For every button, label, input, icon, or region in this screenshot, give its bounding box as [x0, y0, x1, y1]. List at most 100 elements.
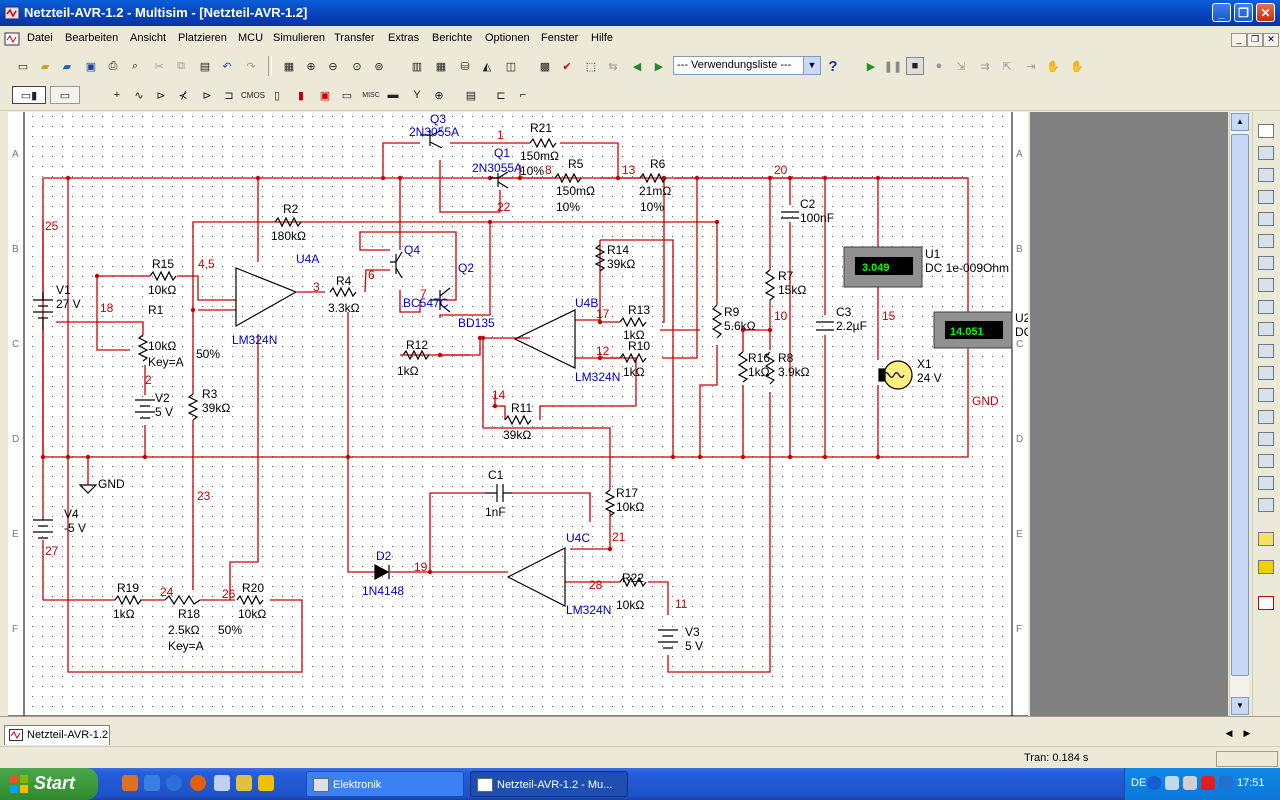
labview-instrument-icon[interactable]	[1258, 560, 1274, 574]
r3-symbol[interactable]	[187, 393, 199, 421]
u2-ammeter[interactable]: 14.051	[933, 311, 1013, 349]
mdi-close-button[interactable]: ✕	[1263, 33, 1279, 47]
ladder-diagram-icon[interactable]: ⊕	[434, 89, 444, 102]
close-button[interactable]: ✕	[1256, 3, 1275, 22]
misc-component-icon[interactable]: MISC	[362, 91, 380, 99]
copy-icon[interactable]: ⧉	[177, 59, 185, 72]
undo-icon[interactable]: ↶	[222, 60, 232, 73]
document-icon[interactable]	[4, 31, 20, 47]
step-over-icon[interactable]: ⇉	[980, 60, 990, 73]
r11-symbol[interactable]	[504, 414, 532, 426]
stop-simulation-icon[interactable]: ■	[906, 57, 924, 75]
backannotate-icon[interactable]: ⇆	[608, 60, 618, 73]
r22-symbol[interactable]	[619, 576, 647, 588]
advanced-peripherals-icon[interactable]: ▮	[297, 89, 305, 102]
multimeter-icon[interactable]	[1258, 124, 1274, 138]
r1-symbol[interactable]	[137, 334, 149, 362]
transistor-component-icon[interactable]: ⊀	[178, 89, 188, 102]
vertical-scrollbar[interactable]: ▲ ▼	[1229, 112, 1249, 716]
r2-symbol[interactable]	[274, 216, 302, 228]
pause-simulation-icon[interactable]: ❚❚	[883, 60, 903, 73]
bus-icon[interactable]: ⊏	[496, 89, 506, 102]
zoom-in-icon[interactable]: ⊕	[306, 60, 316, 73]
menu-transfer[interactable]: Transfer	[334, 32, 375, 44]
scroll-up-icon[interactable]: ▲	[1231, 113, 1249, 131]
d2-symbol[interactable]	[374, 563, 390, 581]
agilent-generator-icon[interactable]	[1258, 432, 1274, 446]
save-icon[interactable]: ▣	[85, 60, 97, 73]
r5-symbol[interactable]	[554, 172, 582, 184]
wire-group[interactable]	[42, 142, 969, 673]
erc-icon[interactable]: ✔	[562, 60, 572, 73]
electromechanical-icon[interactable]: Y	[413, 89, 421, 101]
v2-symbol[interactable]	[135, 399, 155, 419]
function-generator-icon[interactable]	[1258, 146, 1274, 160]
x1-lamp-symbol[interactable]	[883, 360, 913, 390]
tray-app-icon[interactable]	[1219, 776, 1233, 790]
c2-symbol[interactable]	[781, 211, 799, 219]
mdi-minimize-button[interactable]: _	[1231, 33, 1247, 47]
network-icon[interactable]	[1165, 776, 1179, 790]
indicator-component-icon[interactable]: ▭	[341, 89, 353, 102]
zoom-area-icon[interactable]: ⊙	[352, 60, 362, 73]
word-generator-icon[interactable]	[1258, 278, 1274, 292]
tab-netzteil[interactable]: Netzteil-AVR-1.2	[4, 725, 110, 745]
r9-symbol[interactable]	[711, 304, 723, 339]
step-out-icon[interactable]: ⇱	[1002, 60, 1012, 73]
new-file-icon[interactable]: ▭	[17, 60, 29, 73]
redo-icon[interactable]: ↷	[246, 60, 256, 73]
quicklaunch-app-icon[interactable]	[122, 775, 138, 791]
q1-symbol[interactable]	[490, 171, 509, 189]
u4b-symbol[interactable]	[513, 309, 576, 369]
r20-symbol[interactable]	[236, 594, 264, 606]
u4a-symbol[interactable]	[235, 267, 298, 328]
hand-icon[interactable]: ✋	[1046, 60, 1060, 73]
wattmeter-icon[interactable]	[1258, 168, 1274, 182]
step-into-icon[interactable]: ⇲	[956, 60, 966, 73]
menu-bearbeiten[interactable]: Bearbeiten	[65, 32, 119, 44]
volume-icon[interactable]	[1183, 776, 1197, 790]
cut-icon[interactable]: ✂	[154, 60, 164, 73]
u4c-symbol[interactable]	[506, 547, 566, 607]
quicklaunch-star-icon[interactable]	[258, 775, 274, 791]
postprocessor-icon[interactable]: ▩	[539, 60, 551, 73]
zoom-fit-icon[interactable]: ⊚	[374, 60, 384, 73]
r12-symbol[interactable]	[402, 349, 430, 361]
r13-symbol[interactable]	[619, 316, 647, 328]
security-icon[interactable]	[1201, 776, 1215, 790]
logic-analyzer-icon[interactable]	[1258, 300, 1274, 314]
u1-voltmeter[interactable]: 3.049	[843, 246, 923, 288]
firefox-icon[interactable]	[190, 775, 206, 791]
agilent-multimeter-icon[interactable]	[1258, 454, 1274, 468]
minimize-button[interactable]: _	[1212, 3, 1231, 22]
menu-ansicht[interactable]: Ansicht	[130, 32, 167, 44]
toggle-design-toolbox-icon[interactable]: ▥	[411, 60, 423, 73]
open-folder-icon[interactable]: ▰	[40, 60, 50, 73]
menu-hilfe[interactable]: Hilfe	[591, 32, 614, 44]
c3-symbol[interactable]	[816, 321, 834, 331]
q2-symbol[interactable]	[430, 287, 451, 313]
menu-extras[interactable]: Extras	[388, 32, 420, 44]
scroll-thumb[interactable]	[1231, 134, 1249, 676]
quicklaunch-mail-icon[interactable]	[214, 775, 230, 791]
v3-symbol[interactable]	[658, 629, 678, 649]
menu-mcu[interactable]: MCU	[238, 32, 264, 44]
r16-symbol[interactable]	[737, 351, 749, 383]
circuit-mode-icon[interactable]: ▭▮	[12, 86, 46, 104]
scroll-down-icon[interactable]: ▼	[1231, 697, 1249, 715]
remove-breakpoints-icon[interactable]: ✋	[1070, 60, 1084, 73]
c1-symbol[interactable]	[485, 484, 512, 502]
menu-optionen[interactable]: Optionen	[485, 32, 530, 44]
transfer-left-icon[interactable]: ◀	[632, 60, 642, 73]
tektronix-oscilloscope-icon[interactable]	[1258, 498, 1274, 512]
spectrum-analyzer-icon[interactable]	[1258, 388, 1274, 402]
diode-component-icon[interactable]: ⊳	[156, 89, 166, 102]
distortion-analyzer-icon[interactable]	[1258, 366, 1274, 380]
r10-symbol[interactable]	[619, 352, 647, 364]
r7-symbol[interactable]	[764, 269, 776, 301]
analog-component-icon[interactable]: ⊳	[202, 89, 212, 102]
open-sample-icon[interactable]: ▰	[62, 60, 72, 73]
language-indicator[interactable]: DE	[1131, 777, 1147, 789]
